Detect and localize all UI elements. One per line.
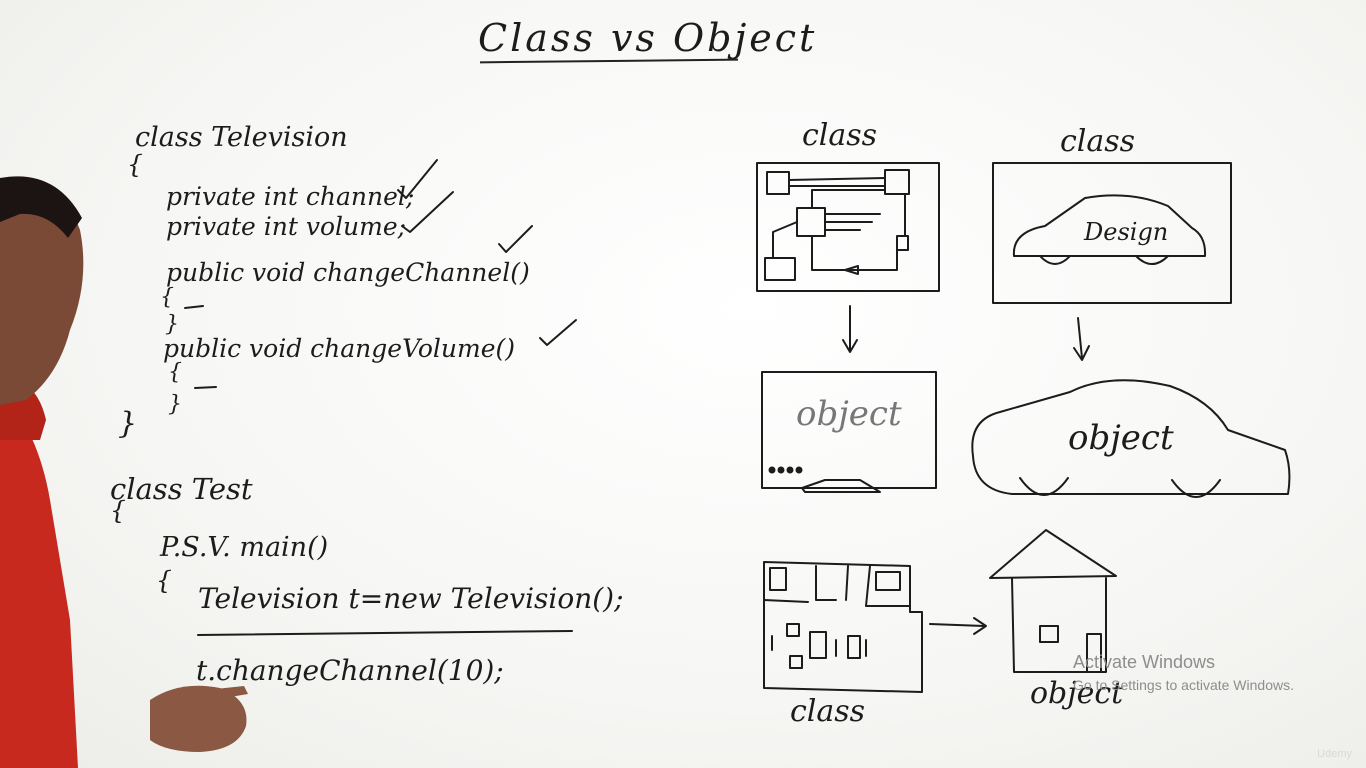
main-method-line: P.S.V. main()	[160, 532, 329, 563]
object-label-1: object	[796, 394, 902, 434]
check-mark-icon	[397, 159, 438, 199]
open-brace: {	[110, 496, 126, 525]
house	[989, 529, 1117, 579]
close-brace: }	[165, 312, 179, 337]
method-change-volume-line: public void changeVolume()	[163, 334, 515, 363]
class-label-1: class	[802, 118, 878, 153]
page-title: Class vs Object	[478, 16, 818, 60]
class-television-line: class Television	[135, 122, 348, 153]
teacher	[0, 176, 248, 768]
class-test-line: class Test	[110, 472, 253, 506]
field-volume-line: private int volume;	[166, 212, 407, 241]
tv-box	[761, 371, 937, 489]
class-label-3: class	[790, 694, 866, 729]
car-design-box	[992, 162, 1232, 304]
car-object	[971, 379, 1291, 495]
object-label-2: object	[1068, 418, 1174, 458]
open-brace: {	[160, 285, 174, 310]
circuit-board-box	[756, 162, 940, 292]
check-mark-icon	[539, 319, 577, 346]
check-mark-icon	[401, 191, 454, 233]
close-brace: }	[168, 392, 182, 417]
close-brace: }	[118, 406, 138, 441]
open-brace: {	[127, 150, 143, 179]
method-change-channel-line: public void changeChannel()	[166, 258, 530, 287]
watermark-subtitle: Go to Settings to activate Windows.	[1073, 677, 1294, 693]
watermark-title: Activate Windows	[1073, 652, 1216, 672]
activate-windows-watermark: Activate Windows Go to Settings to activ…	[1073, 652, 1294, 693]
instantiation-line: Television t=new Television();	[198, 582, 624, 615]
check-mark-icon	[498, 225, 533, 253]
class-label-2: class	[1060, 124, 1136, 159]
open-brace: {	[156, 566, 172, 595]
design-label: Design	[1084, 218, 1169, 246]
open-brace: {	[168, 360, 182, 385]
method-call-line: t.changeChannel(10);	[196, 654, 504, 687]
object-label-3: object	[1030, 676, 1124, 711]
field-channel-line: private int channel;	[166, 182, 415, 211]
udemy-badge: Udemy	[1317, 748, 1352, 760]
floor-plan-box	[763, 561, 923, 693]
